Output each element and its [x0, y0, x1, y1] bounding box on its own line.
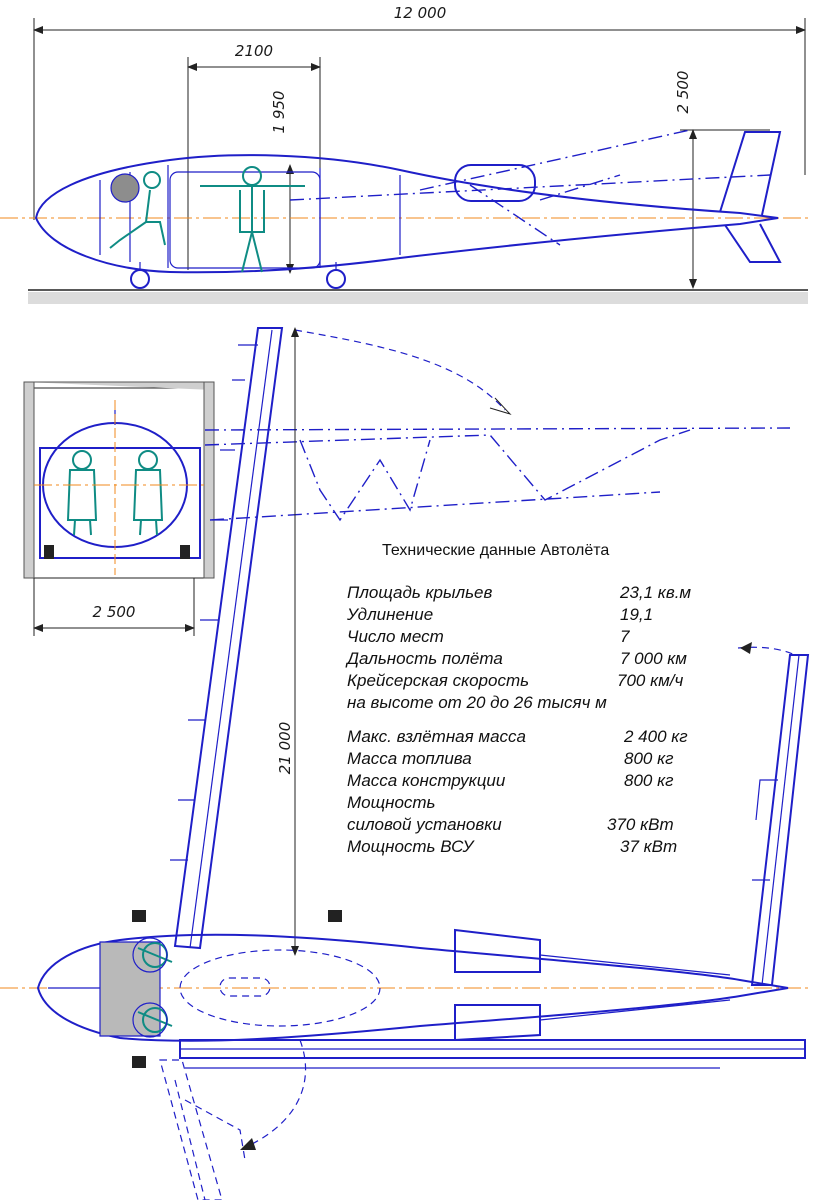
rear-wheel [326, 269, 346, 289]
front-seat-figures [66, 450, 164, 536]
specs-title: Технические данные Автолёта [382, 542, 609, 559]
spec-label-altitude: на высоте от 20 до 26 тысяч м [347, 693, 607, 712]
specifications-block: Технические данные Автолёта Площадь крыл… [345, 542, 691, 856]
spec-label-seats: Число мест [347, 627, 444, 646]
fuselage-side [34, 154, 779, 274]
spec-label-max-takeoff-mass: Макс. взлётная масса [347, 727, 526, 746]
standing-person-figure [200, 166, 305, 273]
spec-label-cruise-speed: Крейсерская скорость [347, 671, 529, 690]
front-wheel [130, 269, 150, 289]
engine-nacelle-top-left [454, 928, 541, 973]
spec-label-power: Мощность [347, 793, 436, 812]
spec-label-structure-mass: Масса конструкции [347, 771, 506, 790]
main-wing-left [173, 327, 284, 950]
spec-label-apu-power: Мощность ВСУ [347, 837, 476, 856]
vertical-tail [719, 131, 782, 216]
spec-value-range: 7 000 км [620, 649, 687, 668]
spec-value-wing-area: 23,1 кв.м [619, 583, 691, 602]
spec-value-powerplant: 370 кВт [607, 815, 674, 834]
wingspan-label: 21 000 [276, 722, 294, 775]
spec-value-aspect-ratio: 19,1 [620, 605, 653, 624]
spec-label-aspect-ratio: Удлинение [346, 605, 433, 624]
spec-value-cruise-speed: 700 км/ч [617, 671, 683, 690]
spec-label-wing-area: Площадь крыльев [347, 583, 493, 602]
wing-fold-arc-upper [294, 329, 506, 411]
fuselage-top [36, 933, 789, 1042]
spec-value-apu-power: 37 кВт [620, 837, 677, 856]
spec-value-max-takeoff-mass: 2 400 кг [623, 727, 688, 746]
spec-value-fuel-mass: 800 кг [624, 749, 674, 768]
front-fuselage-frame [39, 447, 201, 559]
wing-fold-arc-lower [249, 1039, 307, 1146]
spec-label-range: Дальность полёта [345, 649, 503, 668]
side-view: 12 000 2100 1 950 2 500 [0, 4, 810, 304]
lower-wing-spar [179, 1039, 806, 1059]
spec-label-fuel-mass: Масса топлива [347, 749, 472, 768]
fuselage-width-label: 2 500 [93, 603, 136, 621]
folded-wing-lower [159, 1059, 223, 1200]
spec-label-powerplant: силовой установки [347, 815, 502, 834]
wing-strut-lines [204, 427, 791, 522]
cabin-length-label: 2100 [235, 42, 273, 60]
spec-value-structure-mass: 800 кг [624, 771, 674, 790]
front-view: 2 500 [23, 381, 215, 636]
seated-pilot-figure [109, 171, 166, 249]
top-view: 21 000 [0, 327, 810, 1200]
top-seat-figures [132, 937, 173, 1038]
spec-value-seats: 7 [620, 627, 630, 646]
engine-nacelle-top-right [454, 1004, 541, 1042]
length-dimension-label: 12 000 [394, 4, 447, 22]
cabin-height-label: 1 950 [270, 91, 288, 134]
height-dimension-label: 2 500 [674, 71, 692, 114]
